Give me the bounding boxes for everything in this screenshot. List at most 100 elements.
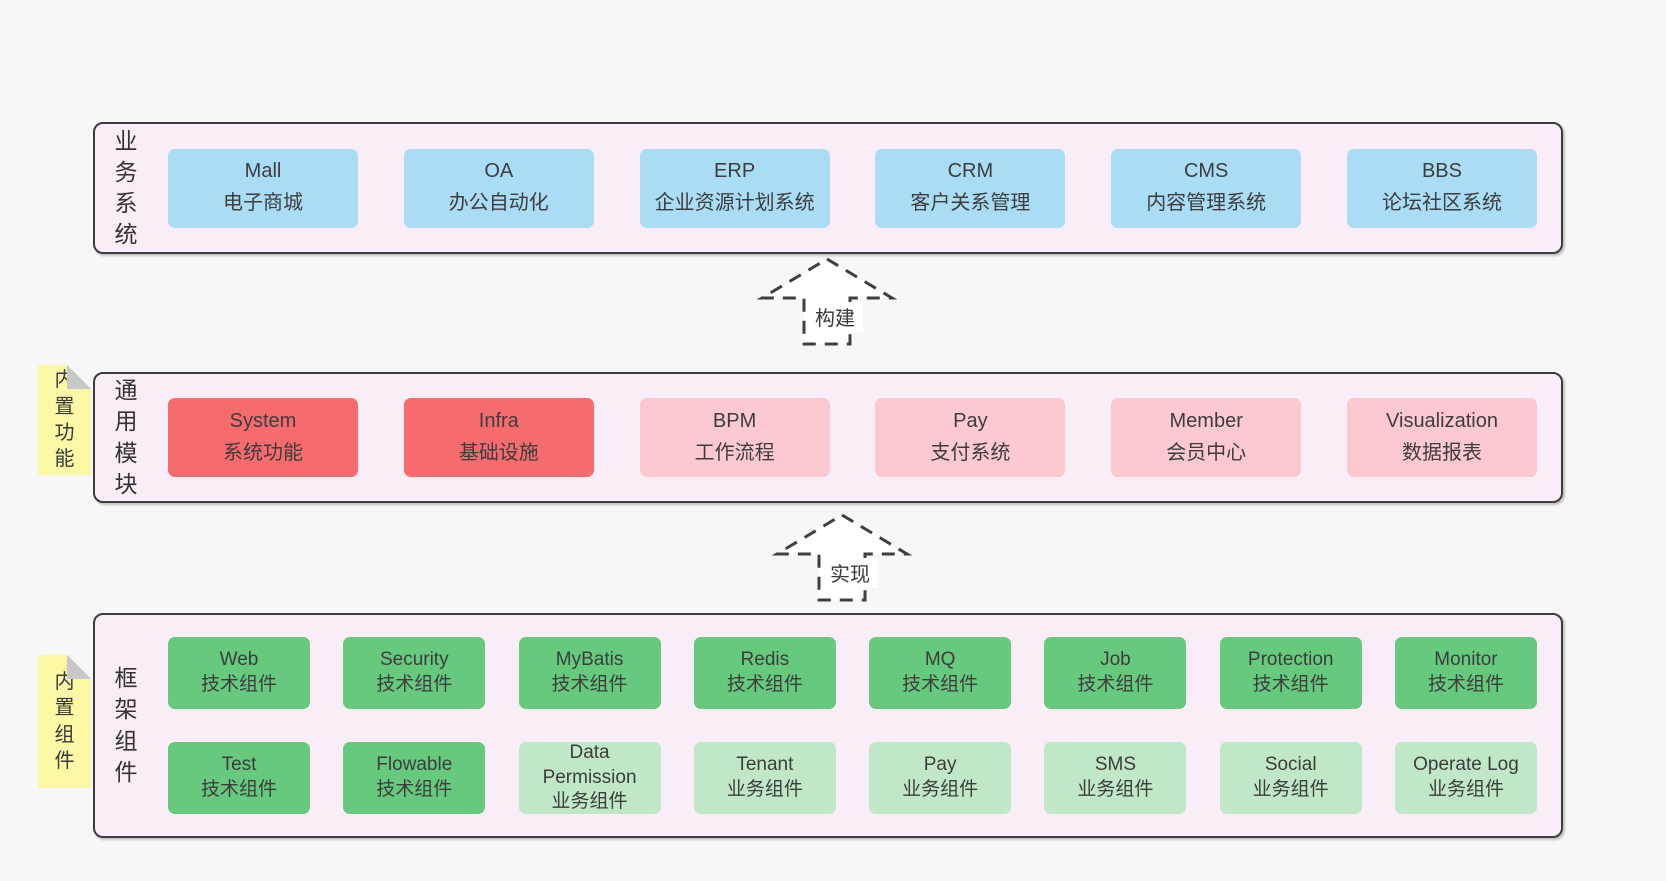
box-desc: 内容管理系统	[1146, 192, 1267, 214]
components-row-2: Test 技术组件 Flowable 技术组件 Data Permission …	[168, 742, 1537, 814]
box-desc: 会员中心	[1166, 441, 1247, 464]
box-desc: 业务组件	[902, 779, 979, 800]
box-flowable: Flowable 技术组件	[343, 742, 486, 814]
box-bpm: BPM 工作流程	[639, 398, 830, 477]
box-name: Pay	[953, 409, 988, 432]
box-name: Web	[219, 649, 259, 671]
box-mq: MQ 技术组件	[869, 637, 1012, 709]
box-desc: 办公自动化	[448, 192, 549, 214]
box-name: BBS	[1421, 160, 1462, 183]
box-desc: 数据报表	[1401, 441, 1482, 464]
box-name: Pay	[923, 754, 957, 776]
arrow-build-label: 构建	[815, 307, 855, 330]
box-desc: 业务组件	[551, 791, 628, 813]
box-erp: ERP 企业资源计划系统	[639, 148, 830, 228]
box-name: Security	[379, 649, 449, 671]
box-oa: OA 办公自动化	[403, 148, 594, 228]
box-bbs: BBS 论坛社区系统	[1346, 148, 1537, 228]
box-desc: 系统功能	[223, 441, 303, 464]
arrow-up-icon: 实现	[772, 513, 912, 602]
layer-label-modules: 通用模块	[114, 377, 138, 497]
box-desc: 技术组件	[376, 674, 453, 695]
box-name: OA	[484, 160, 514, 183]
box-name: Flowable	[376, 754, 453, 776]
box-web: Web 技术组件	[168, 637, 310, 709]
box-desc: 技术组件	[1427, 674, 1504, 695]
box-pay-module: Pay 支付系统	[875, 398, 1066, 477]
box-mall: Mall 电子商城	[168, 148, 358, 228]
box-pay-component: Pay 业务组件	[869, 742, 1012, 814]
box-desc: 电子商城	[223, 192, 303, 214]
box-tenant: Tenant 业务组件	[693, 742, 836, 814]
box-name: CRM	[947, 160, 994, 183]
components-row-1: Web 技术组件 Security 技术组件 MyBatis 技术组件 Redi…	[168, 637, 1537, 709]
box-member: Member 会员中心	[1111, 398, 1302, 477]
sticky-note-builtin-components: 内置组件	[38, 655, 91, 788]
box-name: Job	[1100, 649, 1131, 671]
common-modules-layer: 通用模块 System 系统功能 Infra 基础设施 BPM 工作流程 Pay…	[93, 372, 1563, 503]
box-desc: 技术组件	[551, 674, 628, 695]
box-name: Monitor	[1434, 649, 1498, 671]
box-desc: 技术组件	[902, 674, 979, 695]
box-monitor: Monitor 技术组件	[1394, 637, 1537, 709]
box-name: BPM	[712, 409, 757, 432]
box-name: MyBatis	[555, 649, 624, 671]
box-social: Social 业务组件	[1219, 742, 1362, 814]
arrow-implement: 实现	[772, 512, 912, 604]
layer-label-components: 框架组件	[114, 665, 138, 785]
box-desc: 业务组件	[1077, 779, 1154, 800]
box-name: System	[229, 409, 297, 432]
common-modules-boxes: System 系统功能 Infra 基础设施 BPM 工作流程 Pay 支付系统…	[142, 374, 1561, 501]
box-infra: Infra 基础设施	[403, 398, 594, 477]
layer-label-business: 业务系统	[114, 127, 138, 248]
box-name: Data Permission	[542, 741, 637, 788]
box-system: System 系统功能	[168, 398, 358, 477]
note-fold-icon	[67, 655, 91, 679]
box-desc: 工作流程	[694, 441, 775, 464]
business-systems-layer: 业务系统 Mall 电子商城 OA 办公自动化 ERP 企业资源计划系统 CRM…	[93, 122, 1563, 254]
box-redis: Redis 技术组件	[693, 637, 836, 709]
box-test: Test 技术组件	[168, 742, 310, 814]
box-name: Protection	[1247, 649, 1334, 671]
framework-components-layer: 框架组件 Web 技术组件 Security 技术组件 MyBatis 技术组件…	[93, 613, 1563, 838]
box-desc: 技术组件	[726, 674, 803, 695]
box-protection: Protection 技术组件	[1219, 637, 1362, 709]
note-fold-icon	[67, 365, 91, 389]
arrow-build: 构建	[757, 256, 897, 348]
box-desc: 企业资源计划系统	[654, 192, 815, 214]
box-desc: 支付系统	[930, 441, 1011, 464]
box-name: Infra	[478, 409, 519, 432]
box-name: ERP	[714, 160, 756, 183]
box-name: Redis	[740, 649, 790, 671]
box-name: Social	[1264, 754, 1317, 776]
box-name: CMS	[1183, 160, 1229, 183]
business-systems-boxes: Mall 电子商城 OA 办公自动化 ERP 企业资源计划系统 CRM 客户关系…	[142, 124, 1561, 252]
box-cms: CMS 内容管理系统	[1111, 148, 1302, 228]
box-desc: 业务组件	[726, 779, 803, 800]
box-desc: 技术组件	[1252, 674, 1329, 695]
box-security: Security 技术组件	[343, 637, 486, 709]
box-desc: 业务组件	[1427, 779, 1504, 800]
box-name: Member	[1169, 409, 1243, 432]
box-desc: 客户关系管理	[910, 192, 1031, 214]
box-desc: 技术组件	[200, 779, 277, 800]
box-visualization: Visualization 数据报表	[1346, 398, 1537, 477]
box-desc: 业务组件	[1252, 779, 1329, 800]
box-name: Tenant	[736, 754, 794, 776]
box-data-permission: Data Permission 业务组件	[518, 741, 661, 814]
box-desc: 技术组件	[376, 779, 453, 800]
box-sms: SMS 业务组件	[1044, 742, 1187, 814]
box-name: Operate Log	[1413, 754, 1519, 776]
arrow-implement-label: 实现	[830, 563, 870, 586]
box-desc: 技术组件	[200, 674, 277, 695]
box-mybatis: MyBatis 技术组件	[518, 637, 661, 709]
box-name: Visualization	[1386, 409, 1498, 432]
box-name: MQ	[924, 649, 956, 671]
box-name: SMS	[1094, 754, 1136, 776]
note-text: 内置组件	[54, 670, 75, 772]
box-desc: 基础设施	[458, 441, 539, 464]
box-name: Mall	[244, 160, 282, 183]
arrow-up-icon: 构建	[757, 257, 897, 346]
box-desc: 论坛社区系统	[1381, 192, 1502, 214]
